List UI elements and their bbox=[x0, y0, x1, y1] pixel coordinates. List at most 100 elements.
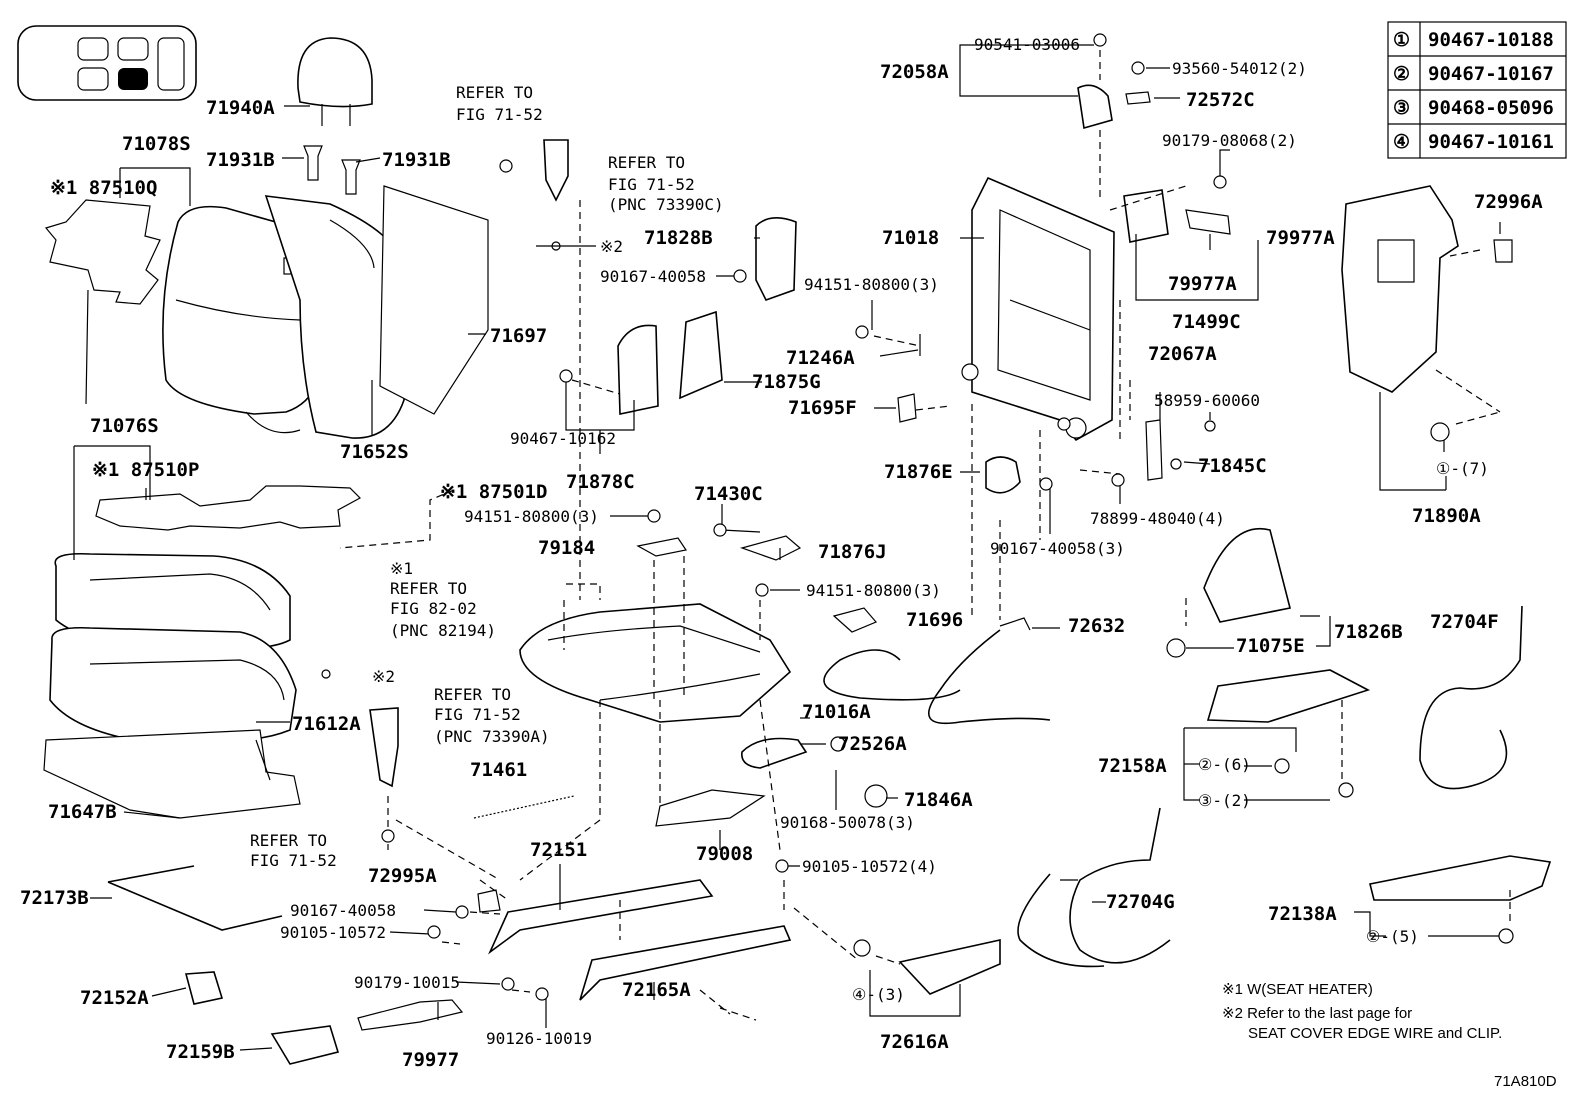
legend-part-1: 90467-10188 bbox=[1428, 29, 1554, 51]
headrest-guide-left bbox=[303, 145, 323, 181]
label-refer-e2: FIG 71-52 bbox=[250, 851, 337, 870]
label-refer-c0: ※1 bbox=[390, 559, 413, 578]
label-58959-60060: 58959-60060 bbox=[1154, 391, 1260, 410]
label-refer-a2: FIG 71-52 bbox=[456, 105, 543, 124]
bracket-79184 bbox=[636, 537, 687, 557]
label-87510Q: ※1 87510Q bbox=[50, 177, 157, 199]
label-71696: 71696 bbox=[906, 609, 963, 631]
label-71940A: 71940A bbox=[206, 97, 275, 119]
knob-71846A bbox=[864, 784, 888, 808]
label-72526A: 72526A bbox=[838, 733, 907, 755]
seat-cushion-frame bbox=[519, 603, 792, 723]
label-72058A: 72058A bbox=[880, 61, 949, 83]
label-refer-c3: (PNC 82194) bbox=[390, 621, 496, 640]
label-71890A-note: ①-(7) bbox=[1436, 459, 1489, 478]
seat-cushion-pad bbox=[49, 626, 297, 745]
cover-71075E bbox=[1203, 528, 1291, 623]
label-71652S: 71652S bbox=[340, 441, 409, 463]
label-71890A: 71890A bbox=[1412, 505, 1481, 527]
label-71246A: 71246A bbox=[786, 347, 855, 369]
label-refer-b2: FIG 71-52 bbox=[608, 175, 695, 194]
label-71875G: 71875G bbox=[752, 371, 821, 393]
plate-79977A bbox=[1185, 209, 1231, 235]
headrest-guide-right bbox=[341, 159, 361, 195]
label-72173B: 72173B bbox=[20, 887, 89, 909]
label-79977A-a: 79977A bbox=[1266, 227, 1335, 249]
release-cable-72632 bbox=[928, 617, 1051, 724]
leader-lines bbox=[73, 44, 1511, 1051]
label-refer-d1: REFER TO bbox=[434, 685, 511, 704]
legend-num-4: ④ bbox=[1393, 131, 1410, 153]
label-71931B-left: 71931B bbox=[206, 149, 275, 171]
label-90179-08068: 90179-08068(2) bbox=[1162, 131, 1297, 150]
label-71018: 71018 bbox=[882, 227, 939, 249]
bracket-72067A bbox=[1145, 419, 1163, 481]
label-87510P: ※1 87510P bbox=[92, 459, 199, 481]
label-72152A: 72152A bbox=[80, 987, 149, 1009]
label-72158A-note1: ②-(6) bbox=[1198, 755, 1251, 774]
label-93560-54012: 93560-54012(2) bbox=[1172, 59, 1307, 78]
label-72616A-note: ④-(3) bbox=[852, 985, 905, 1004]
seat-track-72165A bbox=[579, 925, 792, 1001]
bracket-71876J bbox=[739, 535, 802, 561]
label-72704G: 72704G bbox=[1106, 891, 1175, 913]
bracket-79977 bbox=[357, 999, 464, 1031]
label-71697: 71697 bbox=[490, 325, 547, 347]
diagram-id: 71A810D bbox=[1494, 1073, 1557, 1090]
label-71076S: 71076S bbox=[90, 415, 159, 437]
label-90126-10019: 90126-10019 bbox=[486, 1029, 592, 1048]
cap-71695F bbox=[897, 393, 917, 423]
label-79008: 79008 bbox=[696, 843, 753, 865]
seat-cushion-board bbox=[43, 729, 301, 819]
cable-72704G bbox=[1017, 807, 1171, 968]
cover-72138A bbox=[1369, 855, 1552, 901]
label-71647B: 71647B bbox=[48, 801, 117, 823]
part-labels: 71940A 71078S 71931B 71931B ※1 87510Q RE… bbox=[20, 35, 1543, 1071]
label-72165A: 72165A bbox=[622, 979, 691, 1001]
label-71612A: 71612A bbox=[292, 713, 361, 735]
label-71461: 71461 bbox=[470, 759, 527, 781]
label-72995A: 72995A bbox=[368, 865, 437, 887]
legend-num-1: ① bbox=[1393, 29, 1410, 51]
footnote-2b: SEAT COVER EDGE WIRE and CLIP. bbox=[1248, 1025, 1502, 1042]
label-90179-10015: 90179-10015 bbox=[354, 973, 460, 992]
label-90541-03006: 90541-03006 bbox=[974, 35, 1080, 54]
label-79977A-b: 79977A bbox=[1168, 273, 1237, 295]
label-note2-b: ※2 bbox=[372, 667, 395, 686]
label-71878C: 71878C bbox=[566, 471, 635, 493]
cover-72158A bbox=[1206, 669, 1371, 723]
spring-71461 bbox=[473, 795, 575, 819]
label-90105-10572-4: 90105-10572(4) bbox=[802, 857, 937, 876]
label-refer-d2: FIG 71-52 bbox=[434, 705, 521, 724]
label-72138A-note1: ②-(5) bbox=[1366, 927, 1419, 946]
lever-72526A bbox=[741, 737, 808, 769]
legend-part-2: 90467-10167 bbox=[1428, 63, 1554, 85]
label-72616A: 72616A bbox=[880, 1031, 949, 1053]
fastener-icons bbox=[321, 33, 1514, 1001]
footnote-2a: ※2 Refer to the last page for bbox=[1222, 1005, 1412, 1022]
seatback-pad bbox=[264, 195, 405, 439]
label-94151-80800-b: 94151-80800(3) bbox=[806, 581, 941, 600]
label-71430C: 71430C bbox=[694, 483, 763, 505]
label-90167-40058-b: 90167-40058 bbox=[290, 901, 396, 920]
label-71876J: 71876J bbox=[818, 541, 887, 563]
label-71846A: 71846A bbox=[904, 789, 973, 811]
label-72572C: 72572C bbox=[1186, 89, 1255, 111]
seat-position-icon bbox=[17, 25, 197, 101]
label-note2-a: ※2 bbox=[600, 237, 623, 256]
label-72704F: 72704F bbox=[1430, 611, 1499, 633]
seat-track-72151 bbox=[488, 879, 714, 955]
cushion-heater-pad bbox=[95, 485, 361, 531]
label-71078S: 71078S bbox=[122, 133, 191, 155]
label-71499C: 71499C bbox=[1172, 311, 1241, 333]
cover-72159B bbox=[270, 1025, 340, 1065]
label-90167-40058-3: 90167-40058(3) bbox=[990, 539, 1125, 558]
label-71826B: 71826B bbox=[1334, 621, 1403, 643]
label-90105-10572: 90105-10572 bbox=[280, 923, 386, 942]
bracket-71499C bbox=[1123, 189, 1169, 243]
label-72067A: 72067A bbox=[1148, 343, 1217, 365]
label-72159B: 72159B bbox=[166, 1041, 235, 1063]
belt-buckle-lower bbox=[369, 707, 399, 788]
wire-72173B bbox=[107, 865, 283, 931]
